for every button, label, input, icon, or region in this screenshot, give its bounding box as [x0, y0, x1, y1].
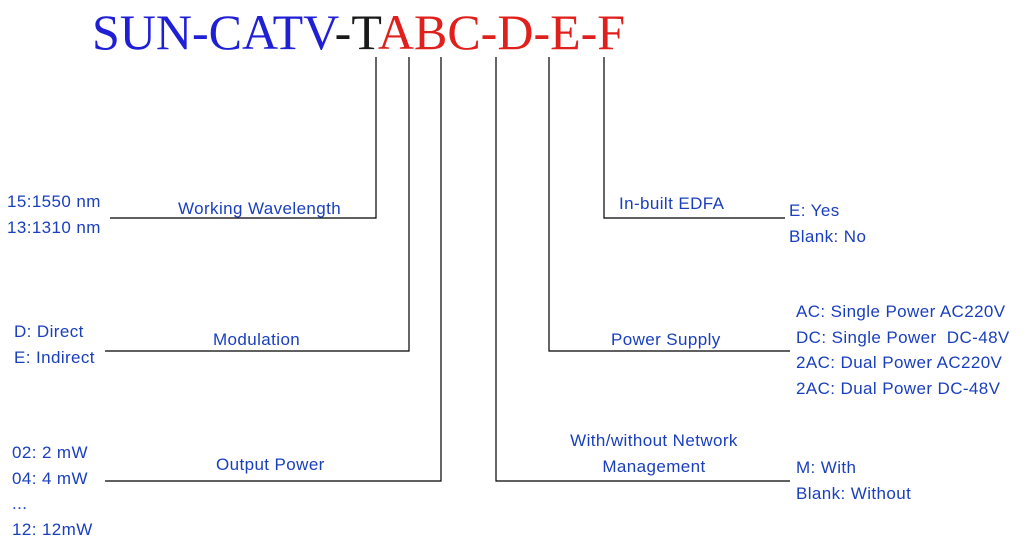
wavelength-option: 15:1550 nm: [7, 192, 101, 211]
output-power-options: 02: 2 mW 04: 4 mW ... 12: 12mW: [12, 440, 93, 542]
network-options: M: With Blank: Without: [796, 455, 911, 506]
output-power-option: ...: [12, 494, 28, 513]
network-option: Blank: Without: [796, 483, 912, 503]
network-label-line-2: Management: [602, 456, 706, 476]
edfa-options: E: Yes Blank: No: [789, 198, 866, 249]
output-power-label: Output Power: [216, 455, 325, 474]
wavelength-option: 13:1310 nm: [7, 217, 101, 237]
output-power-option: 02: 2 mW: [12, 443, 88, 462]
power-supply-option: AC: Single Power AC220V: [796, 302, 1006, 321]
edfa-label: In-built EDFA: [619, 194, 725, 213]
output-power-option: 12: 12mW: [12, 519, 93, 539]
power-supply-options: AC: Single Power AC220V DC: Single Power…: [796, 299, 1010, 401]
connector-power-supply: [548, 57, 790, 352]
title-prefix: SUN-CATV: [92, 4, 335, 60]
network-label-line-1: With/without Network: [570, 431, 738, 450]
connector-edfa: [603, 57, 785, 219]
modulation-label: Modulation: [213, 330, 301, 349]
wavelength-options: 15:1550 nm 13:1310 nm: [7, 189, 101, 240]
title-dash-3: -: [533, 4, 551, 60]
power-supply-option: 2AC: Dual Power AC220V: [796, 353, 1003, 372]
network-label: With/without Network Management: [544, 428, 764, 479]
network-option: M: With: [796, 458, 857, 477]
title-dash-1: -: [334, 4, 352, 60]
title-t: T: [351, 4, 378, 60]
power-supply-option: DC: Single Power DC-48V: [796, 327, 1010, 347]
connector-wavelength: [110, 57, 377, 219]
connector-modulation: [105, 57, 410, 352]
title-dash-4: -: [580, 4, 598, 60]
title-dash-2: -: [480, 4, 498, 60]
power-supply-label: Power Supply: [611, 330, 721, 349]
output-power-option: 04: 4 mW: [12, 468, 88, 488]
edfa-option: Blank: No: [789, 226, 867, 246]
wavelength-label: Working Wavelength: [178, 199, 342, 218]
connector-network: [495, 57, 790, 482]
connector-output-power: [105, 57, 442, 482]
title-d: D: [497, 4, 534, 60]
edfa-option: E: Yes: [789, 201, 840, 220]
model-code-title: SUN-CATV-TABC-D-E-F: [92, 2, 625, 62]
power-supply-option: 2AC: Dual Power DC-48V: [796, 378, 1001, 398]
modulation-option: E: Indirect: [14, 347, 95, 367]
modulation-option: D: Direct: [14, 322, 84, 341]
title-abc: ABC: [377, 4, 481, 60]
modulation-options: D: Direct E: Indirect: [14, 319, 95, 370]
title-f: F: [597, 4, 626, 60]
title-e: E: [550, 4, 581, 60]
